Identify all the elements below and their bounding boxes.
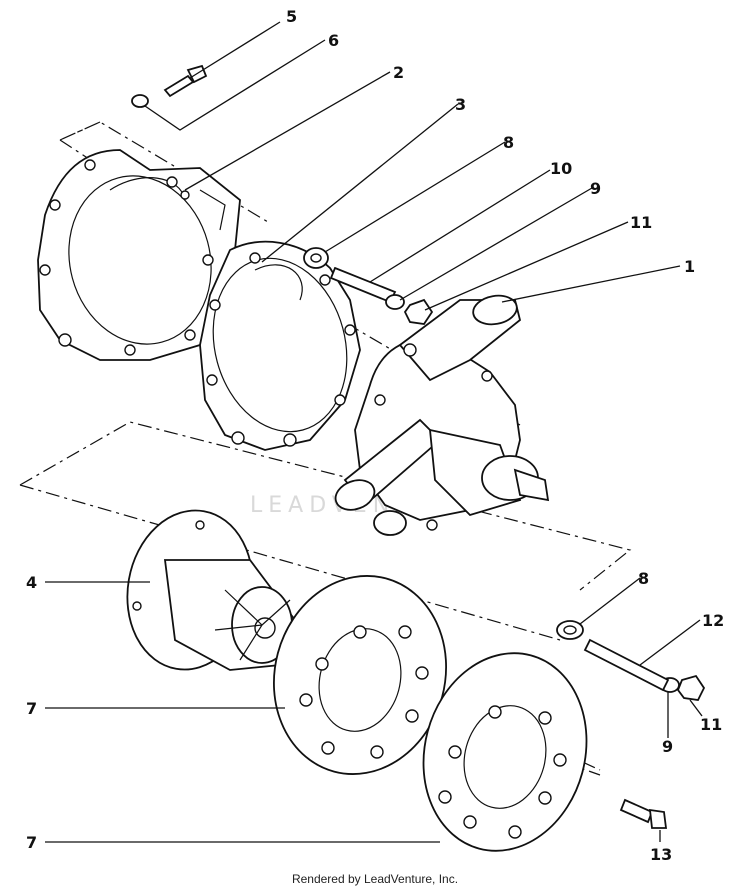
callout-2: 2 bbox=[393, 63, 404, 82]
nut-upper bbox=[403, 298, 434, 325]
seal-plate-upper bbox=[273, 575, 447, 775]
leader-1 bbox=[501, 265, 681, 303]
callout-10: 10 bbox=[550, 159, 572, 178]
leader-5 bbox=[189, 21, 281, 79]
leader-10 bbox=[369, 169, 551, 283]
callout-5: 5 bbox=[286, 7, 297, 26]
impeller bbox=[126, 509, 297, 671]
leader-6 bbox=[144, 39, 326, 131]
callout-9-upper: 9 bbox=[590, 179, 601, 198]
leader-2 bbox=[184, 71, 391, 191]
callout-6: 6 bbox=[328, 31, 339, 50]
leader-11b bbox=[689, 699, 703, 717]
pump-body bbox=[334, 294, 550, 536]
washer-top bbox=[131, 94, 149, 108]
bolt-top bbox=[163, 64, 208, 98]
gasket bbox=[199, 240, 361, 451]
lockwasher-upper bbox=[385, 294, 405, 310]
callout-11-upper: 11 bbox=[630, 213, 652, 232]
leader-8a bbox=[324, 141, 506, 253]
footer-credit: Rendered by LeadVenture, Inc. bbox=[291, 872, 459, 886]
callout-4: 4 bbox=[26, 573, 37, 592]
leader-3 bbox=[261, 103, 459, 263]
leader-11a bbox=[424, 221, 629, 311]
cover-plate bbox=[37, 149, 241, 361]
callout-11-lower: 11 bbox=[700, 715, 722, 734]
callout-7-lower: 7 bbox=[26, 833, 37, 852]
callout-1: 1 bbox=[684, 257, 695, 276]
callout-3: 3 bbox=[455, 95, 466, 114]
stud-lower bbox=[583, 638, 670, 692]
nut-lower bbox=[676, 674, 706, 701]
callout-8-upper: 8 bbox=[503, 133, 514, 152]
seal-plate-lower bbox=[422, 652, 588, 852]
leader-12 bbox=[639, 619, 701, 666]
leader-8b bbox=[579, 577, 641, 625]
callout-12: 12 bbox=[702, 611, 724, 630]
callout-13: 13 bbox=[650, 845, 672, 864]
callout-8-lower: 8 bbox=[638, 569, 649, 588]
leader-9a bbox=[399, 187, 593, 301]
assembly-outline-upper bbox=[59, 121, 521, 426]
callout-9-lower: 9 bbox=[662, 737, 673, 756]
bolt-lower bbox=[619, 798, 668, 829]
callout-7-upper: 7 bbox=[26, 699, 37, 718]
